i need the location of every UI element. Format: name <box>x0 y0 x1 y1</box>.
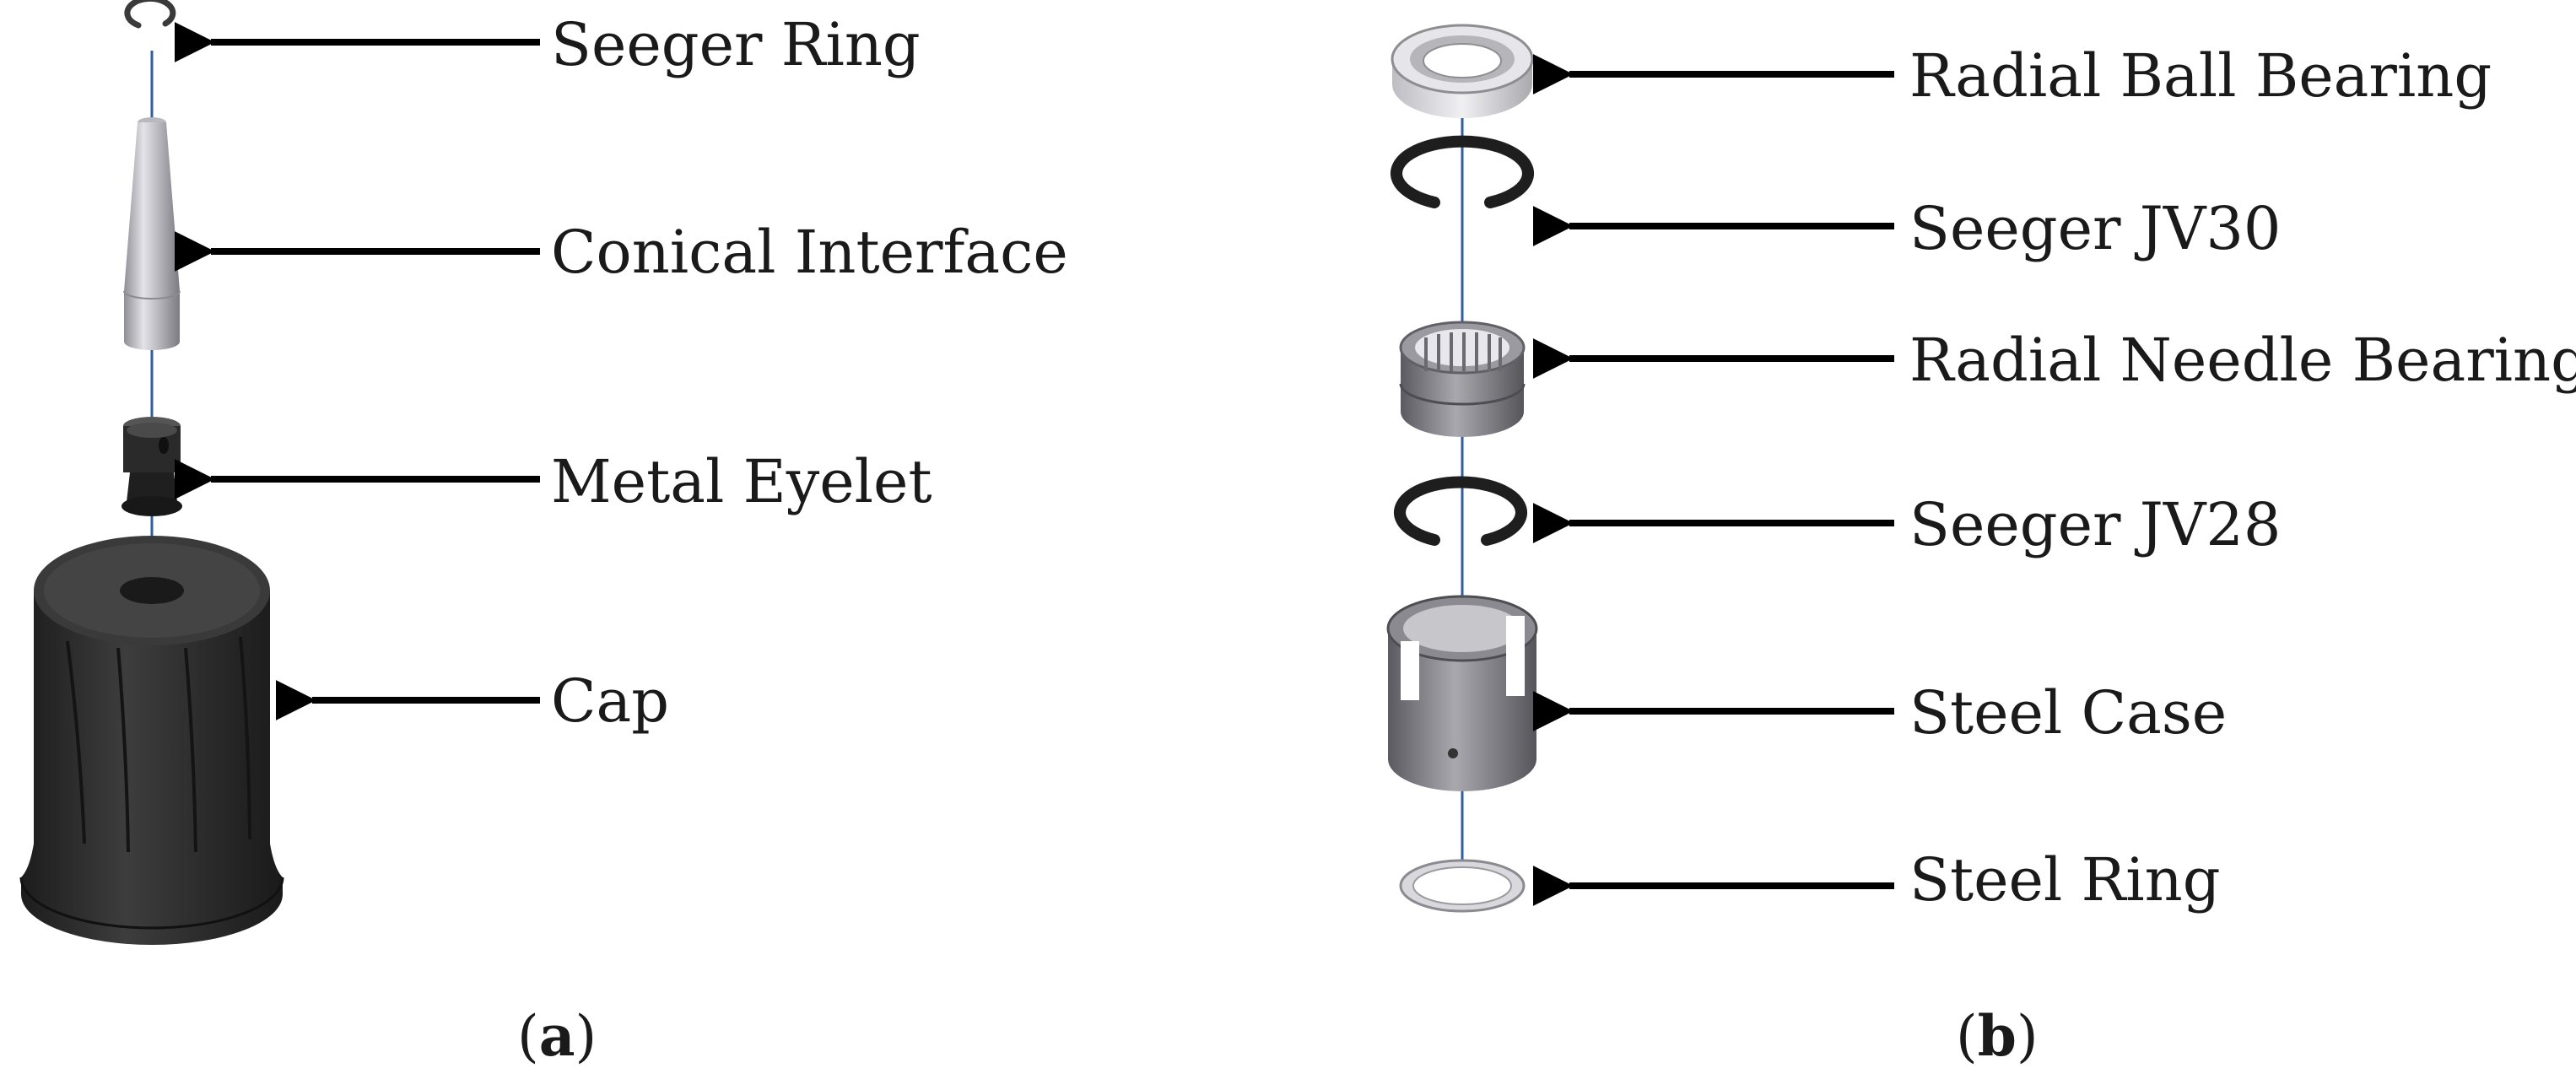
label-radial-ball-bearing: Radial Ball Bearing <box>1909 41 2492 111</box>
panel-a-arrows <box>174 22 540 720</box>
label-radial-needle-bearing: Radial Needle Bearing <box>1909 326 2576 395</box>
label-seeger-jv28: Seeger JV28 <box>1909 490 2282 559</box>
label-metal-eyelet: Metal Eyelet <box>551 447 932 516</box>
label-seeger-jv30: Seeger JV30 <box>1909 194 2282 263</box>
radial-needle-bearing-part <box>1399 321 1526 437</box>
caption-a-close: ) <box>575 1004 597 1069</box>
panel-b-arrows <box>1532 54 1894 906</box>
conical-interface-part <box>123 117 181 350</box>
seeger-ring-part <box>124 0 176 29</box>
panel-a-artwork <box>19 0 540 945</box>
caption-a-open: ( <box>517 1004 539 1069</box>
label-cap: Cap <box>551 666 670 736</box>
steel-case-part <box>1386 595 1538 791</box>
label-conical-interface: Conical Interface <box>551 218 1068 287</box>
metal-eyelet-part <box>122 417 182 516</box>
label-steel-case: Steel Case <box>1909 678 2228 747</box>
label-seeger-ring: Seeger Ring <box>551 10 921 79</box>
label-steel-ring: Steel Ring <box>1909 845 2221 914</box>
caption-b-close: ) <box>2016 1004 2039 1069</box>
seeger-jv28-part <box>1394 476 1527 546</box>
caption-panel-a: (a) <box>517 1008 597 1065</box>
cap-part <box>19 536 284 945</box>
seeger-jv30-part <box>1391 135 1534 208</box>
caption-a-letter: a <box>538 1003 575 1069</box>
radial-ball-bearing-part <box>1391 24 1534 118</box>
caption-b-open: ( <box>1956 1004 1978 1069</box>
caption-panel-b: (b) <box>1956 1008 2039 1065</box>
steel-ring-part <box>1399 859 1526 913</box>
caption-b-letter: b <box>1977 1003 2017 1069</box>
panel-b-artwork <box>1386 24 1894 913</box>
